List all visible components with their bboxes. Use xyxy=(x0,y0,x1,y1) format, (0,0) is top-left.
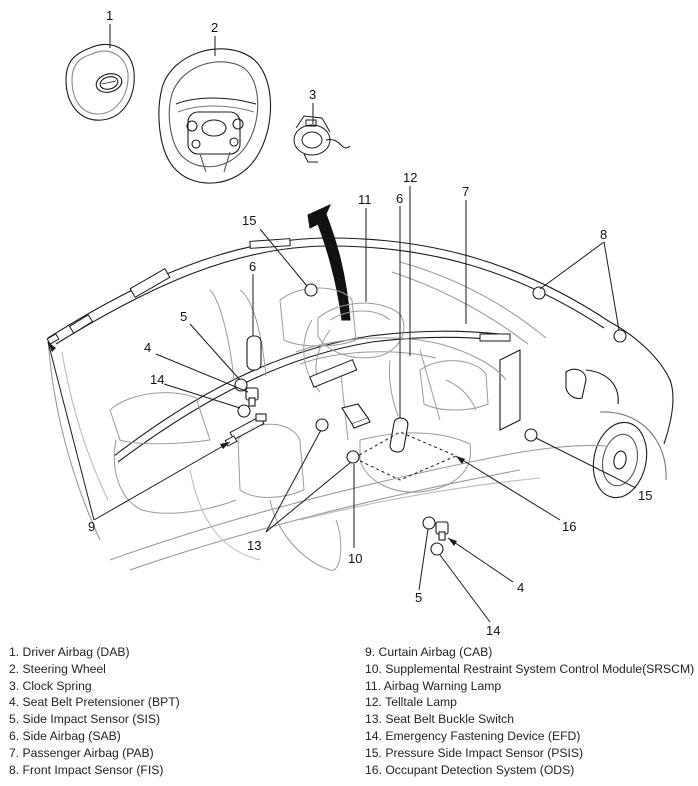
callout-4-left: 4 xyxy=(144,340,151,355)
callout-6-left: 6 xyxy=(249,259,256,274)
legend-item: 8. Front Impact Sensor (FIS) xyxy=(9,762,164,777)
driver-airbag-module-illustration xyxy=(65,43,135,121)
sensor-marker-psis-rear xyxy=(304,283,318,297)
callout-5-left: 5 xyxy=(180,309,187,324)
legend-item: 7. Passenger Airbag (PAB) xyxy=(9,745,154,760)
sensor-marker-fis-left xyxy=(532,286,546,300)
legend-item: 14. Emergency Fastening Device (EFD) xyxy=(365,728,581,743)
legend-column-right: 9. Curtain Airbag (CAB) 10. Supplemental… xyxy=(365,644,695,778)
steering-wheel-illustration xyxy=(158,48,272,184)
leader-arrowheads xyxy=(48,342,465,546)
legend-item: 6. Side Airbag (SAB) xyxy=(9,728,121,743)
callout-6-right: 6 xyxy=(396,191,403,206)
vehicle-body-outline xyxy=(47,237,674,571)
sensor-marker-sis-right xyxy=(422,516,436,530)
callout-14-left: 14 xyxy=(150,372,164,387)
sensor-marker-fis-right xyxy=(613,329,627,343)
callout-9: 9 xyxy=(88,519,95,534)
sensor-marker-efd-left xyxy=(237,404,251,418)
legend-item: 3. Clock Spring xyxy=(9,678,92,693)
curtain-airbag-lower-illustration xyxy=(224,333,511,447)
legend-column-left: 1. Driver Airbag (DAB) 2. Steering Wheel… xyxy=(9,644,349,778)
sensor-marker-buckle-left xyxy=(315,418,329,432)
callout-labels: 1 2 3 11 12 6 7 8 15 6 5 4 14 9 13 10 16… xyxy=(88,8,652,638)
callout-5-right: 5 xyxy=(415,590,422,605)
legend-item: 4. Seat Belt Pretensioner (BPT) xyxy=(9,695,180,710)
curved-arrow-icon xyxy=(307,204,351,321)
callout-10: 10 xyxy=(348,551,362,566)
callout-2: 2 xyxy=(211,20,218,35)
side-airbag-left-illustration xyxy=(246,335,262,371)
curtain-airbag-upper-illustration xyxy=(46,238,291,345)
legend-item: 11. Airbag Warning Lamp xyxy=(365,678,502,693)
efd-illustration xyxy=(255,413,267,422)
legend-item: 13. Seat Belt Buckle Switch xyxy=(365,712,515,727)
callout-1: 1 xyxy=(106,8,113,23)
legend-item: 15. Pressure Side Impact Sensor (PSIS) xyxy=(365,745,584,760)
callout-15-front: 15 xyxy=(638,488,652,503)
legend-item: 16. Occupant Detection System (ODS) xyxy=(365,762,575,777)
sensor-marker-efd-right xyxy=(430,542,444,556)
legend-item: 1. Driver Airbag (DAB) xyxy=(9,645,130,659)
legend-item: 9. Curtain Airbag (CAB) xyxy=(365,645,493,659)
callout-7: 7 xyxy=(462,184,469,199)
srs-components-diagram: 1 2 3 11 12 6 7 8 15 6 5 4 14 9 13 10 16… xyxy=(46,8,674,638)
sensor-marker-psis-front xyxy=(524,428,538,442)
callout-4-right: 4 xyxy=(517,580,524,595)
srscm-module-illustration xyxy=(341,403,371,429)
callout-8: 8 xyxy=(600,227,607,242)
side-airbag-right-illustration xyxy=(389,417,409,453)
leader-lines xyxy=(47,24,637,623)
callout-12: 12 xyxy=(403,170,417,185)
seat-belt-pretensioner-illustration xyxy=(245,387,449,541)
legend-item: 12. Telltale Lamp xyxy=(365,695,457,710)
callout-11: 11 xyxy=(358,192,372,207)
legend-item: 5. Side Impact Sensor (SIS) xyxy=(9,712,161,727)
dashboard-and-console-faint xyxy=(295,302,507,441)
legend-item: 2. Steering Wheel xyxy=(9,661,106,676)
callout-13: 13 xyxy=(247,538,261,553)
sensor-marker-buckle-right xyxy=(346,450,360,464)
callout-16: 16 xyxy=(562,519,576,534)
legend-item: 10. Supplemental Restraint System Contro… xyxy=(365,661,695,676)
callout-15-rear: 15 xyxy=(242,213,256,228)
callout-14-right: 14 xyxy=(486,623,500,638)
callout-3: 3 xyxy=(309,87,316,102)
sensor-markers xyxy=(234,283,627,556)
clock-spring-illustration xyxy=(293,115,351,163)
component-legend: 1. Driver Airbag (DAB) 2. Steering Wheel… xyxy=(0,644,698,786)
